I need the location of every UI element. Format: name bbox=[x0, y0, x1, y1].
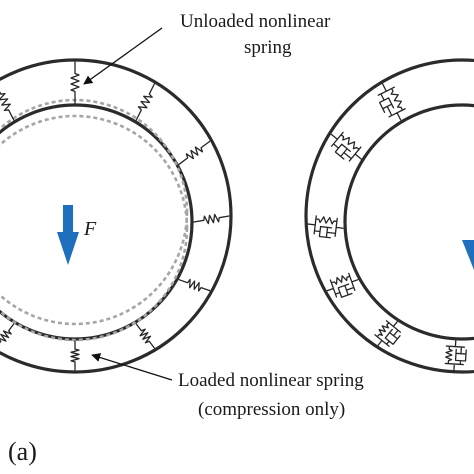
spring-icon-7 bbox=[178, 278, 211, 292]
spring-damper-icon-6 bbox=[444, 340, 467, 371]
left-loaded-dashed-circle bbox=[0, 114, 189, 342]
spring-damper-icon-3 bbox=[307, 215, 344, 239]
spring-damper-icon-1 bbox=[377, 83, 406, 121]
spring-damper-icon-5 bbox=[374, 320, 401, 347]
left-bearing-model: F bbox=[0, 58, 233, 374]
force-arrow-icon bbox=[57, 205, 79, 265]
unloaded-spring-label-line1: Unloaded nonlinear bbox=[180, 11, 331, 32]
spring-icon-10 bbox=[0, 323, 15, 349]
spring-icon-2 bbox=[0, 83, 15, 121]
spring-icon-4 bbox=[135, 83, 155, 121]
right-outer-ring bbox=[304, 58, 474, 374]
right-force-arrow-icon bbox=[462, 240, 474, 270]
left-spring-set bbox=[0, 61, 230, 371]
spring-icon-8 bbox=[135, 323, 155, 349]
loaded-spring-label-line2: (compression only) bbox=[198, 399, 345, 420]
spring-icon-3 bbox=[70, 61, 80, 104]
left-outer-ring bbox=[0, 58, 233, 374]
force-label: F bbox=[83, 218, 97, 240]
spring-icon-5 bbox=[178, 140, 211, 165]
spring-icon-9 bbox=[70, 340, 80, 371]
right-spring-damper-set bbox=[307, 83, 467, 371]
spring-damper-icon-2 bbox=[330, 131, 362, 162]
right-inner-ring bbox=[343, 103, 474, 341]
spring-icon-6 bbox=[193, 213, 230, 225]
unloaded-spring-leader-line bbox=[83, 27, 163, 85]
loaded-spring-label-line1: Loaded nonlinear spring bbox=[178, 370, 364, 391]
left-unloaded-dashed-circle bbox=[0, 98, 189, 326]
spring-damper-icon-4 bbox=[326, 272, 359, 298]
right-bearing-model bbox=[304, 58, 474, 374]
panel-label: (a) bbox=[8, 437, 37, 466]
loaded-spring-leader-line bbox=[91, 353, 173, 381]
unloaded-spring-label-line2: spring bbox=[244, 37, 292, 58]
